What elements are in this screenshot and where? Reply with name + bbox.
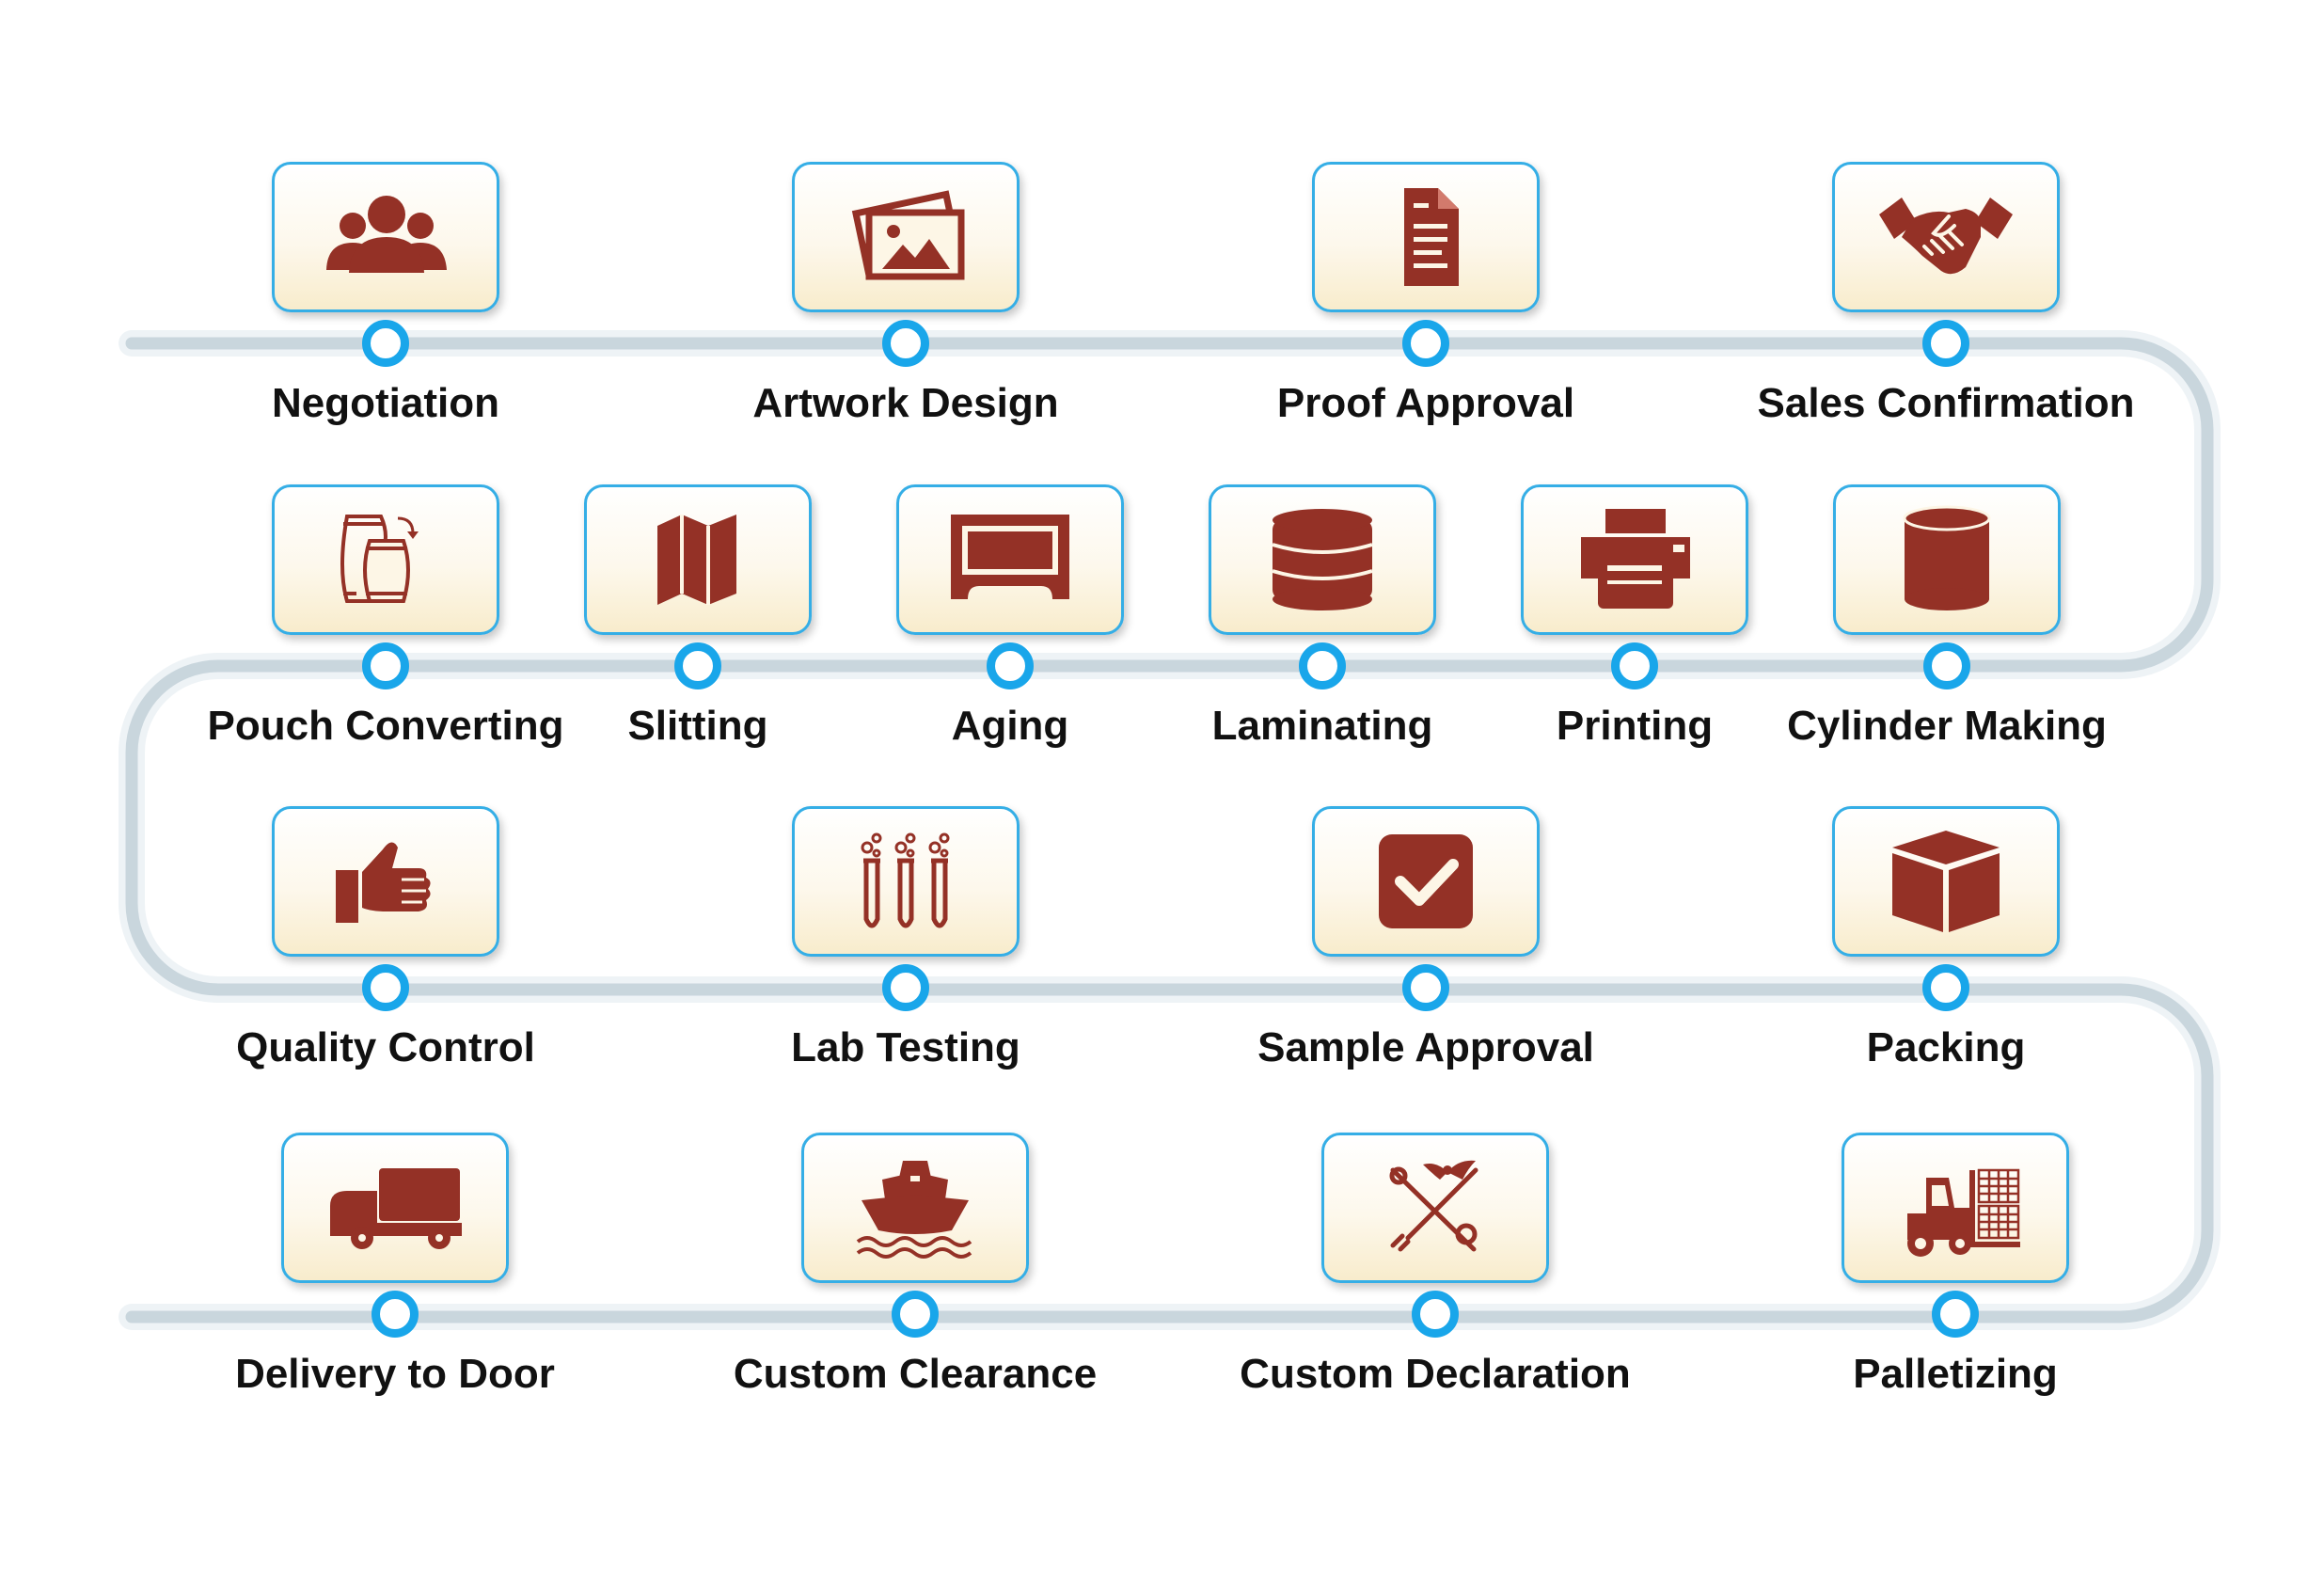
step-card: [792, 806, 1020, 957]
step-node: [1299, 642, 1346, 689]
customs-emblem-icon: [1389, 1160, 1478, 1252]
forklift-icon: [1907, 1168, 2020, 1257]
step-label: Sales Confirmation: [1757, 380, 2135, 426]
step-node: [1923, 642, 1970, 689]
step-quality-control: Quality Control: [122, 806, 649, 1173]
step-node: [362, 964, 409, 1011]
step-negotiation: Negotiation: [122, 162, 649, 529]
step-node: [892, 1291, 939, 1338]
step-card: [792, 162, 1020, 312]
step-card: [1521, 484, 1748, 635]
step-custom-declaration: Custom Declaration: [1172, 1133, 1699, 1499]
step-label: Proof Approval: [1276, 380, 1575, 426]
step-node: [674, 642, 721, 689]
frame-icon: [951, 515, 1069, 599]
step-label: Artwork Design: [752, 380, 1059, 426]
step-pouch-converting: Pouch Converting: [122, 484, 649, 851]
step-label: Laminating: [1211, 703, 1433, 749]
printer-icon: [1581, 509, 1690, 609]
step-card: [896, 484, 1124, 635]
people-group-icon: [326, 196, 447, 273]
layers-icon: [1272, 509, 1373, 610]
step-card: [1832, 162, 2060, 312]
step-label: Sample Approval: [1257, 1024, 1594, 1070]
step-card: [281, 1133, 509, 1283]
handshake-icon: [1879, 198, 2013, 275]
step-packing: Packing: [1683, 806, 2209, 1173]
step-card: [1312, 806, 1540, 957]
step-label: Aging: [951, 703, 1069, 749]
step-card: [1312, 162, 1540, 312]
document-icon: [1404, 188, 1459, 286]
step-label: Packing: [1866, 1024, 2026, 1070]
step-artwork-design: Artwork Design: [642, 162, 1169, 529]
test-tubes-icon: [861, 832, 950, 928]
step-label: Slitting: [627, 703, 768, 749]
step-label: Lab Testing: [791, 1024, 1020, 1070]
step-node: [1402, 320, 1449, 367]
step-card: [272, 806, 499, 957]
truck-icon: [330, 1168, 462, 1249]
step-node: [1922, 964, 1969, 1011]
step-label: Delivery to Door: [235, 1351, 555, 1397]
thumbs-up-icon: [336, 842, 431, 923]
step-aging: Aging: [747, 484, 1273, 851]
pictures-icon: [851, 190, 965, 280]
step-node: [372, 1291, 419, 1338]
step-laminating: Laminating: [1059, 484, 1586, 851]
step-node: [362, 320, 409, 367]
step-sales-confirmation: Sales Confirmation: [1683, 162, 2209, 529]
folded-map-icon: [657, 515, 736, 605]
step-card: [1209, 484, 1436, 635]
cylinder-icon: [1903, 505, 1991, 610]
step-proof-approval: Proof Approval: [1162, 162, 1689, 529]
step-sample-approval: Sample Approval: [1162, 806, 1689, 1173]
step-delivery-to-door: Delivery to Door: [132, 1133, 658, 1499]
rolls-icon: [340, 515, 419, 603]
step-card: [272, 162, 499, 312]
step-slitting: Slitting: [435, 484, 961, 851]
step-label: Printing: [1556, 703, 1714, 749]
step-card: [1832, 806, 2060, 957]
step-card: [1321, 1133, 1549, 1283]
ship-icon: [856, 1161, 972, 1259]
step-node: [1412, 1291, 1459, 1338]
step-label: Cylinder Making: [1787, 703, 2107, 749]
step-palletizing: Palletizing: [1692, 1133, 2219, 1499]
step-node: [882, 320, 929, 367]
step-node: [987, 642, 1034, 689]
step-node: [362, 642, 409, 689]
step-lab-testing: Lab Testing: [642, 806, 1169, 1173]
step-label: Quality Control: [236, 1024, 535, 1070]
step-node: [1611, 642, 1658, 689]
step-card: [584, 484, 812, 635]
step-cylinder-making: Cylinder Making: [1684, 484, 2210, 851]
step-card: [801, 1133, 1029, 1283]
step-custom-clearance: Custom Clearance: [652, 1133, 1178, 1499]
checkbox-icon: [1379, 834, 1473, 928]
step-node: [1922, 320, 1969, 367]
step-label: Custom Declaration: [1240, 1351, 1631, 1397]
step-printing: Printing: [1371, 484, 1898, 851]
step-node: [1932, 1291, 1979, 1338]
step-label: Pouch Converting: [207, 703, 564, 749]
step-node: [1402, 964, 1449, 1011]
box-icon: [1892, 831, 2000, 932]
step-card: [272, 484, 499, 635]
step-card: [1833, 484, 2061, 635]
step-label: Palletizing: [1853, 1351, 2058, 1397]
step-card: [1842, 1133, 2069, 1283]
step-node: [882, 964, 929, 1011]
step-label: Negotiation: [272, 380, 499, 426]
step-label: Custom Clearance: [733, 1351, 1098, 1397]
